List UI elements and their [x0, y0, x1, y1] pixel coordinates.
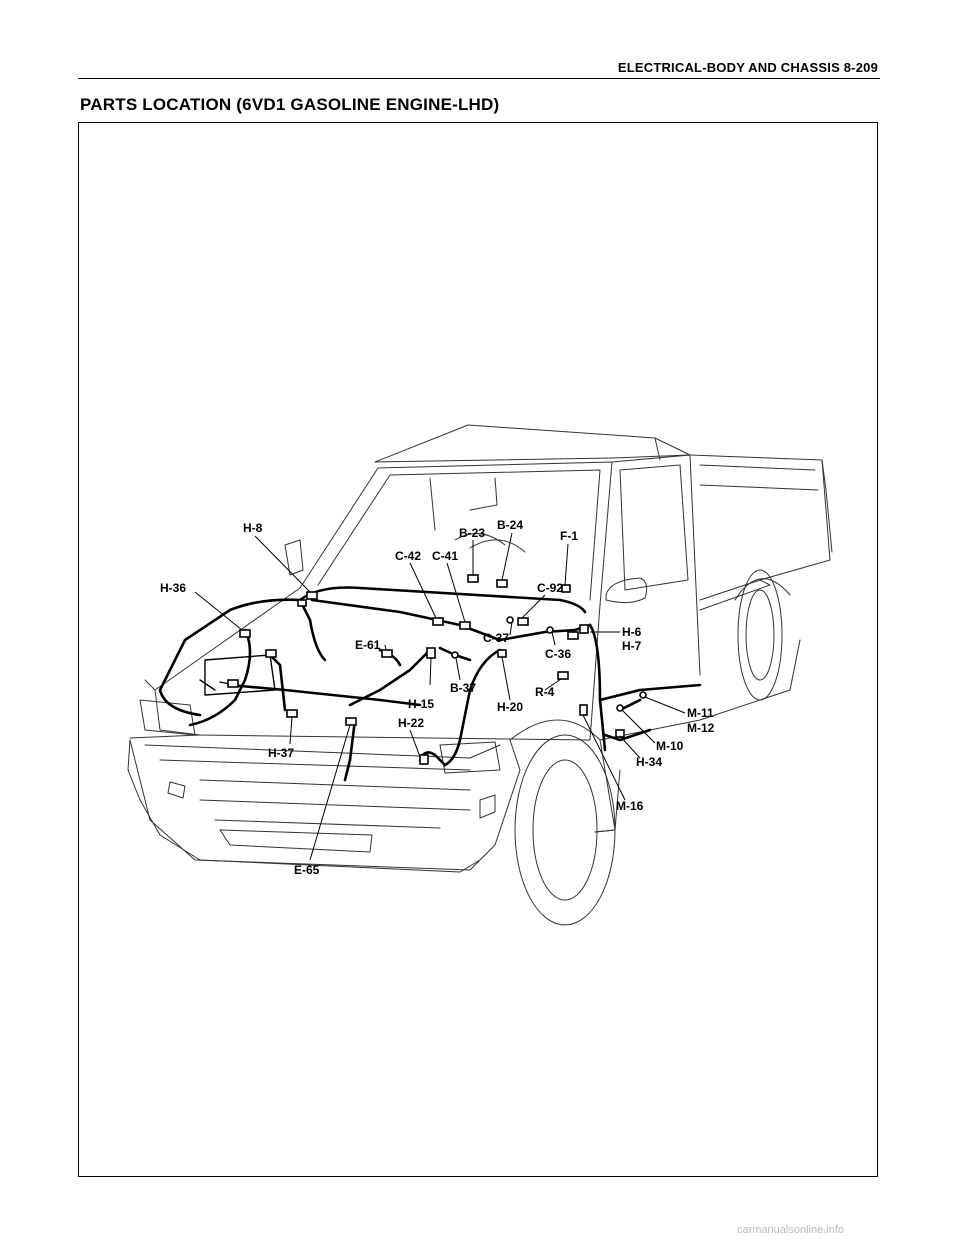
callout-m12: M-12 — [687, 721, 715, 735]
connector-m16 — [579, 704, 588, 716]
connector-h37 — [286, 709, 298, 718]
callout-e61: E-61 — [355, 638, 381, 652]
connector-m10 — [616, 704, 624, 712]
connector-c92 — [517, 617, 529, 626]
connector-c42 — [432, 617, 444, 626]
callout-h22: H-22 — [398, 716, 424, 730]
connector-b37 — [451, 651, 459, 659]
callout-labels: H-8 B-23 B-24 F-1 C-42 C-41 H-36 C-92 E-… — [160, 518, 715, 877]
callout-h15: H-15 — [408, 697, 434, 711]
figure-frame — [78, 122, 878, 1177]
connector-f1 — [561, 584, 571, 593]
callout-c41: C-41 — [432, 549, 458, 563]
connector-h8 — [306, 591, 318, 600]
connector-h20 — [497, 649, 507, 658]
connector-c41 — [459, 621, 471, 630]
callout-h34: H-34 — [636, 755, 662, 769]
connector-h15 — [426, 647, 436, 659]
connector-c37 — [506, 616, 514, 624]
connector-e61 — [381, 649, 393, 658]
connector-r4 — [557, 671, 569, 680]
connector-b23 — [467, 574, 479, 583]
callout-f1: F-1 — [560, 529, 578, 543]
truck-body-outline — [127, 424, 833, 926]
connector-h22 — [419, 754, 429, 765]
callout-b23: B-23 — [459, 526, 485, 540]
callout-r4: R-4 — [535, 685, 555, 699]
watermark-text: carmanualsonline.info — [737, 1224, 845, 1236]
callout-h36: H-36 — [160, 581, 186, 595]
connector-m11-m12 — [639, 691, 647, 699]
callout-m10: M-10 — [656, 739, 684, 753]
callout-b37: B-37 — [450, 681, 476, 695]
callout-h6: H-6 — [622, 625, 642, 639]
callout-h8: H-8 — [243, 521, 263, 535]
page-title: PARTS LOCATION (6VD1 GASOLINE ENGINE-LHD… — [80, 95, 500, 114]
connector-h6-h7 — [579, 624, 589, 634]
callout-m16: M-16 — [616, 799, 644, 813]
callout-b24: B-24 — [497, 518, 523, 532]
callout-c36: C-36 — [545, 647, 571, 661]
callout-c37: C-37 — [483, 631, 509, 645]
callout-m11: M-11 — [687, 706, 714, 720]
connector-h34 — [615, 729, 625, 738]
connector-c36 — [567, 631, 579, 640]
callout-h7: H-7 — [622, 639, 642, 653]
callout-c42: C-42 — [395, 549, 421, 563]
callout-e65: E-65 — [294, 863, 320, 877]
callout-h20: H-20 — [497, 700, 523, 714]
connector-h36 — [239, 629, 251, 638]
page-header: ELECTRICAL-BODY AND CHASSIS 8-209 — [78, 58, 880, 79]
callout-c92: C-92 — [537, 581, 563, 595]
connector-e65 — [345, 717, 357, 726]
leader-lines — [194, 532, 686, 861]
header-text: ELECTRICAL-BODY AND CHASSIS 8-209 — [617, 60, 878, 75]
connector-b24 — [496, 579, 508, 588]
callout-h37: H-37 — [268, 746, 294, 760]
